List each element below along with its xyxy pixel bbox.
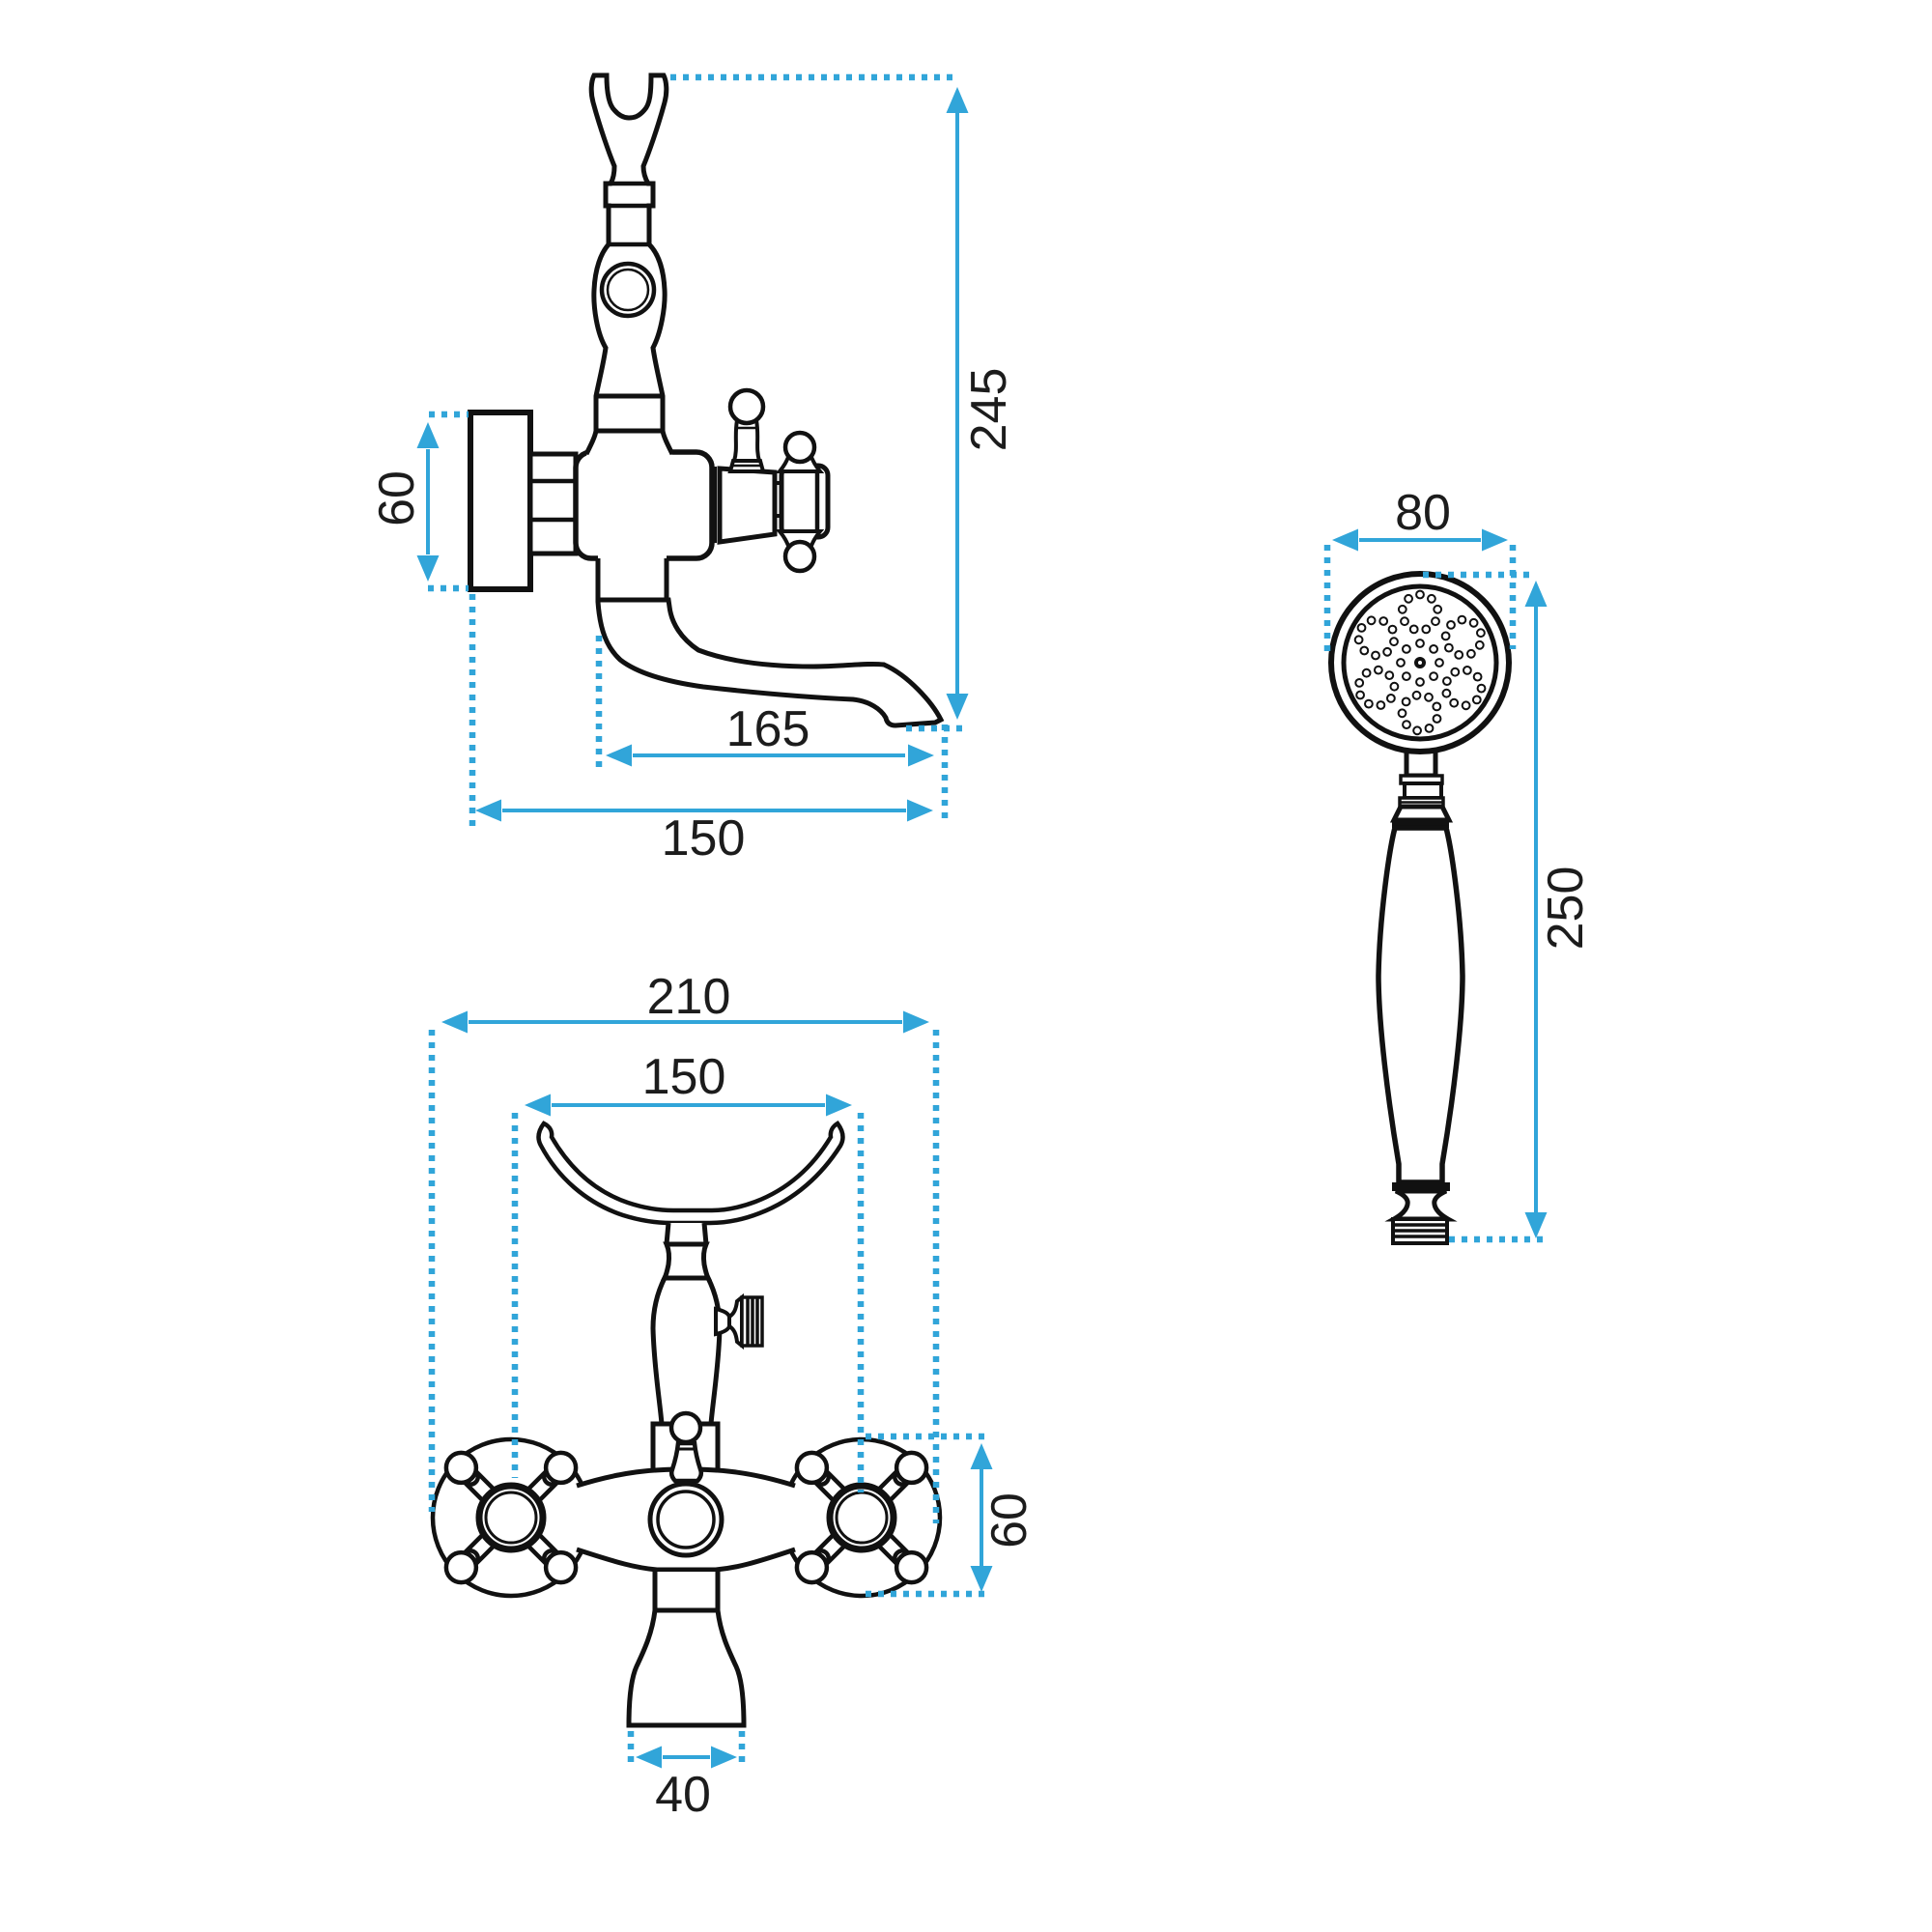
svg-text:40: 40	[655, 1767, 711, 1823]
svg-text:150: 150	[662, 810, 746, 867]
svg-text:165: 165	[726, 701, 810, 757]
svg-text:250: 250	[1538, 867, 1594, 951]
svg-text:210: 210	[647, 969, 731, 1025]
svg-text:60: 60	[981, 1492, 1037, 1548]
svg-text:245: 245	[961, 368, 1017, 452]
svg-text:80: 80	[1395, 485, 1451, 541]
svg-text:60: 60	[369, 470, 425, 526]
svg-text:150: 150	[642, 1049, 726, 1105]
